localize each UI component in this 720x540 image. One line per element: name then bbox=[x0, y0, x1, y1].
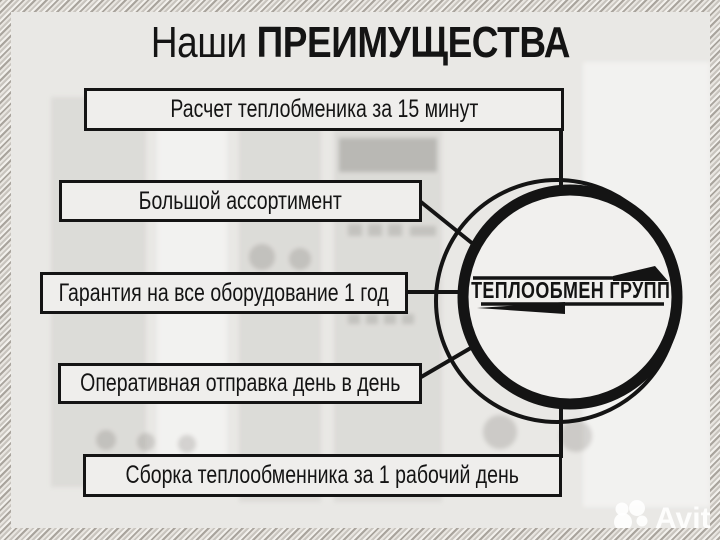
page-title-bold: ПРЕИМУЩЕСТВА bbox=[256, 18, 571, 67]
advantage-box-3: Гарантия на все оборудование 1 год bbox=[40, 272, 408, 314]
photo-shape bbox=[249, 244, 275, 270]
diagram-connectors bbox=[404, 127, 683, 458]
photo-shape bbox=[410, 226, 436, 236]
photo-shape bbox=[366, 314, 378, 324]
advantage-label: Гарантия на все оборудование 1 год bbox=[58, 278, 390, 307]
photo-shape bbox=[339, 138, 437, 172]
avito-watermark-text: Avito bbox=[655, 502, 710, 528]
avito-logo-icon bbox=[614, 500, 648, 528]
infographic-canvas: Наши ПРЕИМУЩЕСТВА ТЕПЛООБМЕН ГРУПП Расче… bbox=[11, 12, 710, 528]
advantage-label: Оперативная отправка день в день bbox=[79, 369, 401, 397]
photo-shape bbox=[384, 314, 396, 324]
logo-arrows bbox=[473, 266, 668, 314]
photo-shape bbox=[348, 224, 362, 236]
advantage-box-2: Большой ассортимент bbox=[59, 180, 422, 222]
logo-ring bbox=[457, 184, 683, 410]
photo-shape bbox=[178, 435, 196, 453]
photo-shape bbox=[348, 314, 360, 324]
advantage-label: Сборка теплообменника за 1 рабочий день bbox=[125, 461, 520, 489]
photo-shape bbox=[289, 248, 311, 270]
avito-watermark: Avito bbox=[614, 500, 710, 528]
photo-shape bbox=[483, 415, 517, 449]
photo-shape bbox=[96, 430, 116, 450]
advantage-box-5: Сборка теплообменника за 1 рабочий день bbox=[83, 454, 562, 497]
page-title-regular: Наши bbox=[150, 18, 247, 67]
photo-shape bbox=[388, 224, 402, 236]
page-title: Наши ПРЕИМУЩЕСТВА bbox=[11, 18, 710, 68]
brand-logo-text: ТЕПЛООБМЕН ГРУПП bbox=[471, 277, 671, 303]
advantage-label: Расчет теплобменика за 15 минут bbox=[170, 95, 478, 123]
photo-shape bbox=[560, 420, 592, 452]
photo-shape bbox=[402, 314, 414, 324]
advantage-label: Большой ассортимент bbox=[138, 186, 343, 215]
photo-shape bbox=[137, 433, 155, 451]
advantage-box-4: Оперативная отправка день в день bbox=[58, 363, 422, 404]
brand-logo: ТЕПЛООБМЕН ГРУПП bbox=[463, 277, 679, 303]
arrow-right-icon bbox=[613, 266, 668, 281]
photo-shape bbox=[368, 224, 382, 236]
arrow-left-icon bbox=[477, 302, 565, 314]
advantage-box-1: Расчет теплобменика за 15 минут bbox=[84, 88, 564, 131]
